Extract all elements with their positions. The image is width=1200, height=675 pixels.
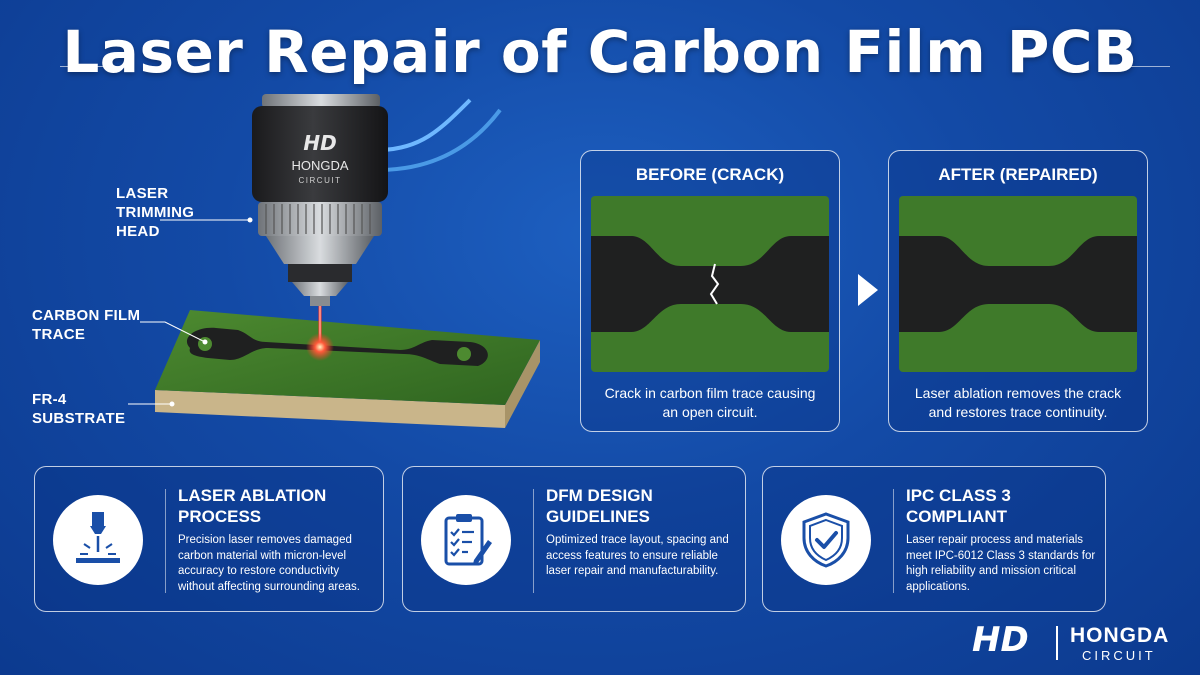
nozzle-tip: [310, 296, 330, 306]
callout-line-trace: [140, 321, 206, 343]
card-ipc-class-3: IPC CLASS 3 COMPLIANT Laser repair proce…: [762, 466, 1106, 612]
pcb-board-top: [155, 310, 540, 405]
pcb-board-side-right: [505, 340, 540, 428]
card-divider: [533, 489, 534, 593]
brand-logo-mark: HD: [972, 620, 1029, 660]
callout-substrate: FR-4 SUBSTRATE: [32, 391, 126, 427]
callout-laser-head: LASER TRIMMING HEAD: [116, 185, 195, 240]
trace-pad-right: [457, 347, 471, 361]
card-text: Optimized trace layout, spacing and acce…: [546, 534, 729, 577]
card-title: LASER ABLATION PROCESS: [178, 486, 327, 526]
after-repaired-image: [899, 196, 1137, 372]
after-panel: AFTER (REPAIRED) Laser ablation removes …: [888, 150, 1148, 432]
before-panel-title: BEFORE (CRACK): [635, 165, 785, 184]
before-crack-image: [591, 196, 829, 372]
crack-line: [709, 263, 720, 305]
page-title: Laser Repair of Carbon Film PCB: [62, 18, 1138, 86]
cable-1: [377, 98, 472, 152]
card-text: Precision laser removes damaged carbon m…: [178, 534, 360, 593]
laser-head-cap: [262, 94, 380, 108]
card-divider: [893, 489, 894, 593]
brand-divider: [1056, 626, 1058, 660]
carbon-film-trace: [186, 327, 488, 366]
card-dfm-guidelines: DFM DESIGN GUIDELINES Optimized trace la…: [402, 466, 746, 612]
cable-2: [377, 108, 502, 172]
before-panel-caption: Crack in carbon film trace causing an op…: [604, 385, 816, 420]
nozzle-mid: [288, 264, 352, 282]
brand-sub: CIRCUIT: [1082, 648, 1156, 663]
card-title: DFM DESIGN GUIDELINES: [546, 486, 653, 526]
pcb-board-side-front: [155, 390, 505, 428]
title-decoration-left: [60, 66, 130, 67]
head-logo: HD: [303, 131, 336, 155]
nozzle-upper: [266, 236, 374, 264]
knurled-ring: [258, 202, 382, 236]
card-text: Laser repair process and materials meet …: [906, 534, 1096, 593]
laser-glow: [306, 333, 334, 361]
title-decoration-right: [1100, 66, 1170, 67]
callout-carbon-trace: CARBON FILM TRACE: [32, 307, 141, 343]
knurl-lines: [265, 204, 371, 234]
brand-logo: HD HONGDA CIRCUIT: [972, 620, 1172, 663]
before-panel: BEFORE (CRACK) Crack in carbon film trac…: [580, 150, 840, 432]
callout-dot-trace: [202, 339, 208, 345]
laser-head-body: [252, 106, 388, 202]
brand-name: HONGDA: [1070, 624, 1170, 647]
card-divider: [165, 489, 166, 593]
laser-repair-illustration: HD HONGDA CIRCUIT: [128, 94, 540, 428]
laser-ablation-icon: [53, 495, 143, 585]
after-panel-caption: Laser ablation removes the crack and res…: [914, 385, 1122, 420]
callout-dot-substrate: [169, 401, 175, 407]
after-panel-title: AFTER (REPAIRED): [938, 165, 1098, 184]
head-brand-sub: CIRCUIT: [299, 176, 342, 185]
head-brand: HONGDA: [291, 158, 348, 173]
nozzle-lower: [292, 282, 348, 296]
card-title: IPC CLASS 3 COMPLIANT: [906, 486, 1011, 526]
chevron-right-icon: [858, 274, 878, 306]
clipboard-checklist-icon: [421, 495, 511, 585]
shield-check-icon: [781, 495, 871, 585]
callout-dot-head: [247, 217, 253, 223]
card-laser-ablation: LASER ABLATION PROCESS Precision laser r…: [34, 466, 384, 612]
